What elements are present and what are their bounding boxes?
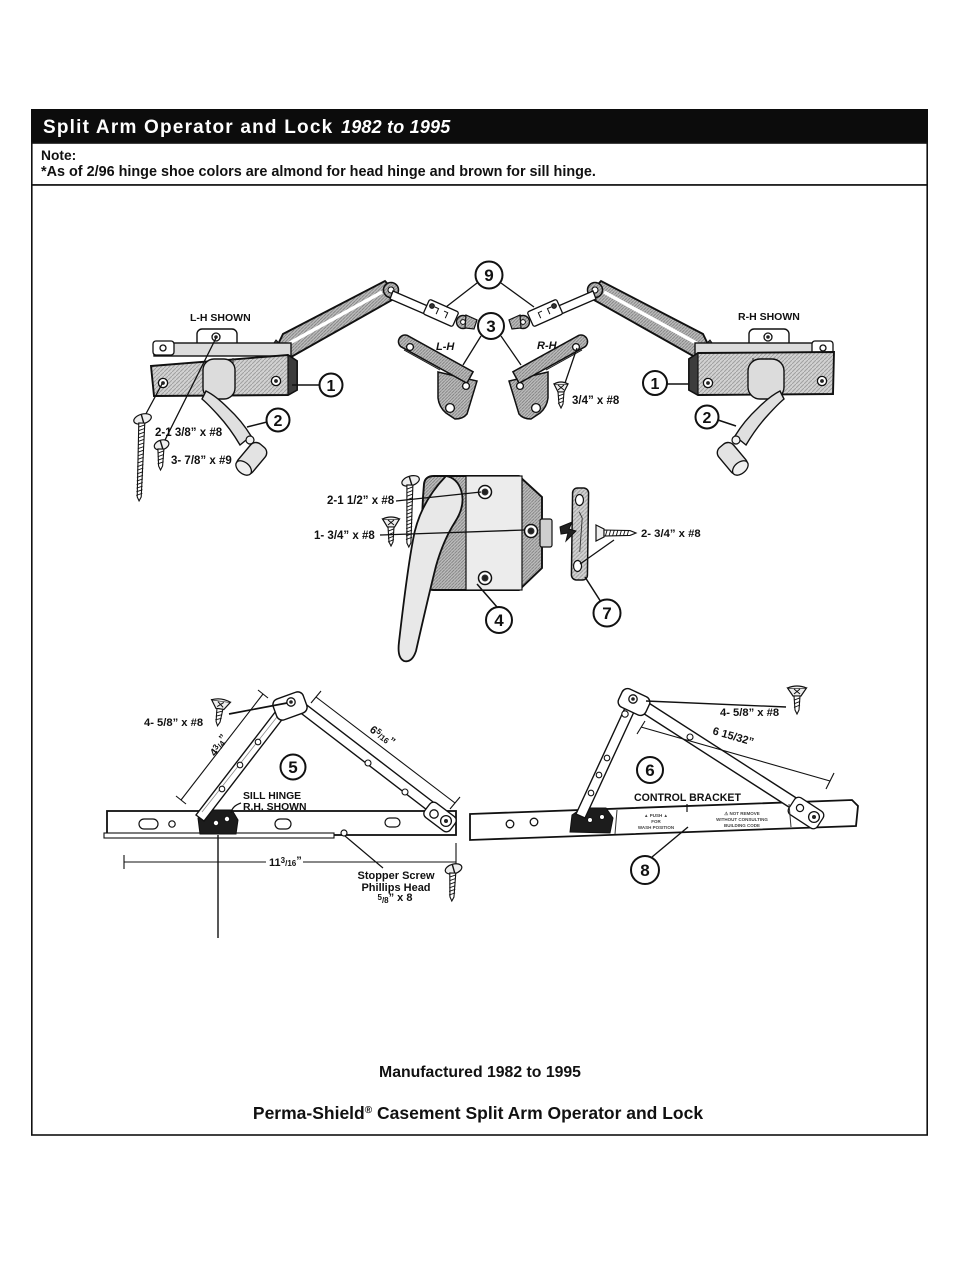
svg-text:Perma-Shield® Casement Split A: Perma-Shield® Casement Split Arm Operato…	[253, 1103, 703, 1123]
svg-text:BUILDING CODE: BUILDING CODE	[724, 823, 760, 828]
svg-text:4- 5/8” x #8: 4- 5/8” x #8	[144, 717, 203, 729]
svg-text:▲ PUSH ▲: ▲ PUSH ▲	[644, 813, 668, 818]
svg-text:3/4” x #8: 3/4” x #8	[572, 395, 620, 407]
svg-text:2: 2	[703, 410, 712, 427]
svg-text:5/8” x 8: 5/8” x 8	[378, 892, 413, 905]
svg-text:1: 1	[327, 378, 336, 395]
svg-text:1: 1	[651, 376, 660, 393]
svg-text:R.H. SHOWN: R.H. SHOWN	[243, 802, 307, 813]
svg-text:L-H SHOWN: L-H SHOWN	[190, 312, 251, 324]
svg-text:2-1 3/8” x #8: 2-1 3/8” x #8	[155, 427, 223, 439]
svg-text:8: 8	[640, 861, 649, 880]
svg-text:L-H: L-H	[436, 341, 455, 353]
svg-text:CONTROL BRACKET: CONTROL BRACKET	[634, 792, 741, 804]
svg-text:2-1 1/2” x #8: 2-1 1/2” x #8	[327, 495, 395, 507]
svg-text:4- 5/8” x #8: 4- 5/8” x #8	[720, 707, 779, 719]
svg-text:2: 2	[274, 413, 283, 430]
svg-text:WASH POSITION: WASH POSITION	[638, 825, 674, 830]
svg-text:R-H SHOWN: R-H SHOWN	[738, 311, 800, 323]
svg-text:SILL HINGE: SILL HINGE	[243, 791, 301, 802]
svg-text:Split Arm Operator and Lock: Split Arm Operator and Lock	[43, 117, 333, 138]
svg-text:3: 3	[486, 317, 495, 336]
svg-text:6: 6	[645, 761, 654, 780]
svg-text:FOR: FOR	[651, 819, 661, 824]
svg-text:5: 5	[288, 758, 297, 777]
svg-text:R-H: R-H	[537, 340, 558, 352]
svg-text:Note:: Note:	[41, 148, 76, 163]
svg-text:⚠ NOT REMOVE: ⚠ NOT REMOVE	[724, 811, 760, 816]
svg-text:4: 4	[494, 611, 504, 630]
svg-text:*As of 2/96 hinge shoe colors: *As of 2/96 hinge shoe colors are almond…	[41, 164, 596, 180]
svg-text:1982 to 1995: 1982 to 1995	[341, 117, 451, 137]
svg-text:WITHOUT CONSULTING: WITHOUT CONSULTING	[716, 817, 768, 822]
svg-text:9: 9	[484, 266, 493, 285]
svg-text:2- 3/4” x #8: 2- 3/4” x #8	[641, 528, 701, 540]
svg-text:7: 7	[602, 604, 611, 623]
svg-text:113/16”: 113/16”	[269, 855, 302, 869]
svg-text:Phillips Head: Phillips Head	[361, 882, 430, 894]
svg-text:Stopper Screw: Stopper Screw	[357, 870, 434, 882]
svg-text:3- 7/8” x #9: 3- 7/8” x #9	[171, 455, 232, 467]
svg-text:1- 3/4” x #8: 1- 3/4” x #8	[314, 530, 375, 542]
svg-text:Manufactured 1982 to 1995: Manufactured 1982 to 1995	[379, 1064, 581, 1081]
